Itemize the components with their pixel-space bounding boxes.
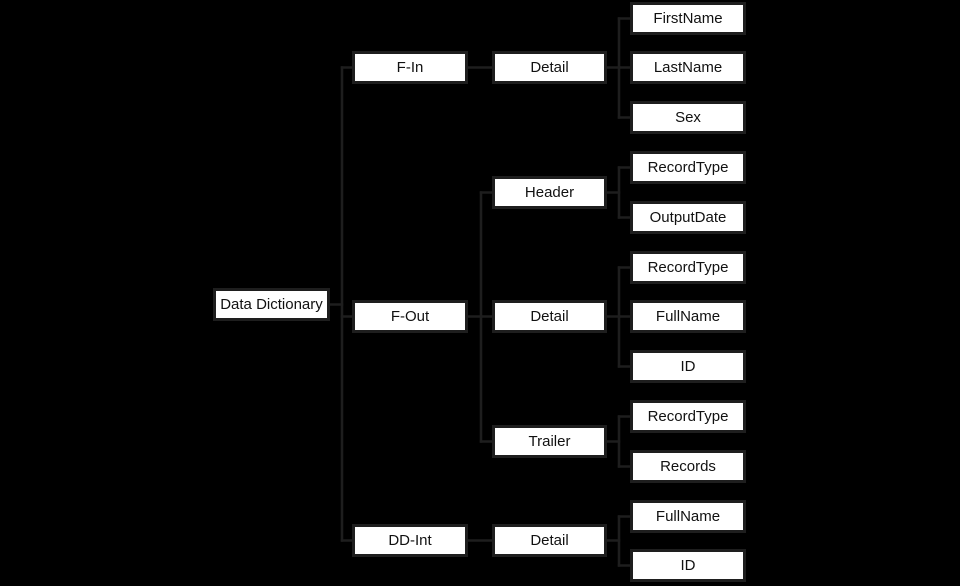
tree-node-detail-recordtype: RecordType xyxy=(630,251,746,284)
node-label: F-Out xyxy=(390,308,430,325)
node-label: RecordType xyxy=(647,159,729,176)
node-label: RecordType xyxy=(647,408,729,425)
tree-node-f-in-detail: Detail xyxy=(492,51,607,84)
tree-node-trailer-recordtype: RecordType xyxy=(630,400,746,433)
tree-node-sex: Sex xyxy=(630,101,746,134)
tree-node-f-out-detail: Detail xyxy=(492,300,607,333)
tree-node-data-dictionary: Data Dictionary xyxy=(213,288,330,321)
node-label: Detail xyxy=(530,532,569,549)
connector-root-to-level1 xyxy=(328,66,354,542)
tree-node-f-in: F-In xyxy=(352,51,468,84)
tree-node-firstname: FirstName xyxy=(630,2,746,35)
tree-node-trailer: Trailer xyxy=(492,425,607,458)
node-label: Records xyxy=(660,458,716,475)
node-label: ID xyxy=(680,358,696,375)
node-label: FullName xyxy=(655,308,721,325)
node-label: FullName xyxy=(655,508,721,525)
node-label: Sex xyxy=(675,109,701,126)
tree-node-lastname: LastName xyxy=(630,51,746,84)
node-label: LastName xyxy=(653,59,723,76)
connector-f-in-detail-to-fields xyxy=(605,17,632,119)
node-label: Trailer xyxy=(528,433,571,450)
node-label: F-In xyxy=(396,59,424,76)
node-label: FirstName xyxy=(653,10,723,27)
connector-dd-int-detail-to-fields xyxy=(605,515,632,567)
node-label: Header xyxy=(524,184,575,201)
connector-f-out-to-children xyxy=(466,191,494,443)
node-label: Data Dictionary xyxy=(220,296,323,313)
tree-node-dd-int: DD-Int xyxy=(352,524,468,557)
node-label: Detail xyxy=(530,308,569,325)
connector-header-to-fields xyxy=(605,166,632,219)
tree-node-records: Records xyxy=(630,450,746,483)
tree-node-ddint-fullname: FullName xyxy=(630,500,746,533)
node-label: ID xyxy=(680,557,696,574)
connector-f-out-detail-to-fields xyxy=(605,266,632,368)
node-label: OutputDate xyxy=(649,209,727,226)
node-label: DD-Int xyxy=(388,532,432,549)
node-label: Detail xyxy=(530,59,569,76)
tree-node-f-out: F-Out xyxy=(352,300,468,333)
tree-node-header-recordtype: RecordType xyxy=(630,151,746,184)
tree-node-detail-fullname: FullName xyxy=(630,300,746,333)
tree-node-dd-int-detail: Detail xyxy=(492,524,607,557)
tree-node-header: Header xyxy=(492,176,607,209)
tree-node-detail-id: ID xyxy=(630,350,746,383)
tree-node-ddint-id: ID xyxy=(630,549,746,582)
tree-node-outputdate: OutputDate xyxy=(630,201,746,234)
connector-trailer-to-fields xyxy=(605,415,632,468)
node-label: RecordType xyxy=(647,259,729,276)
